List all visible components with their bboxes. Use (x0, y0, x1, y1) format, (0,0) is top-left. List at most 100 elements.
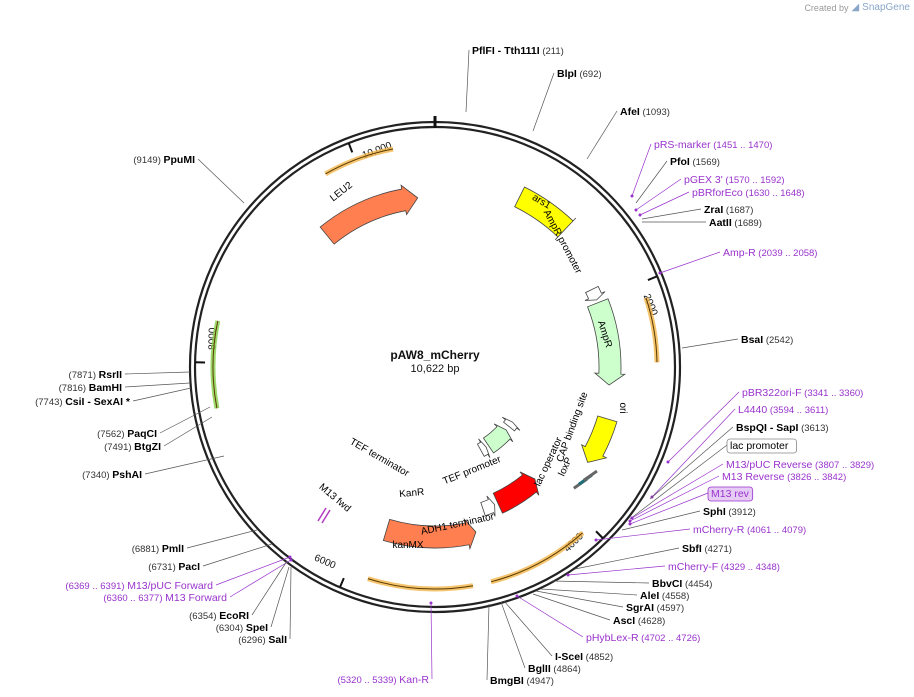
feature-label-mcherry: mCherry (527, 498, 563, 531)
site-paci: (6731) PacI (148, 561, 200, 573)
site-pflfi: PflFI - Tth111I (211) (472, 45, 564, 57)
site-bspqi: BspQI - SapI (3613) (736, 422, 829, 434)
site-name: pHybLex-R (586, 632, 639, 644)
site-m13-puc-reverse: M13/pUC Reverse (3807 .. 3829) (726, 459, 874, 471)
leader-bamhi (124, 382, 191, 388)
site-m13-reverse: M13 Reverse (3826 .. 3842) (722, 471, 846, 483)
snapgene-logo: ◢ (851, 2, 860, 13)
site-position: (4329 .. 4348) (718, 562, 780, 573)
site-pgex-3: pGEX 3' (1570 .. 1592) (684, 174, 785, 186)
site-sali: (6296) SalI (238, 634, 287, 646)
site-phyblex-r: pHybLex-R (4702 .. 4726) (586, 632, 700, 644)
leader-prs-marker (631, 143, 652, 197)
leader-pbrforeco (639, 191, 690, 216)
orf-arc-core (212, 320, 219, 409)
leader-bbvci (551, 580, 650, 584)
site-name: pBR322ori-F (742, 387, 802, 399)
site-position: (211) (540, 46, 564, 57)
site-name: pGEX 3' (684, 174, 723, 186)
site-label: BsaI (2542) (741, 334, 793, 346)
site-aatii: AatII (1689) (709, 217, 762, 229)
site-label: BmgBI (4947) (490, 675, 554, 687)
primer-site-dot (630, 194, 634, 198)
feature-mcherry (492, 471, 540, 514)
site-name: L4440 (738, 404, 767, 416)
site-rsrii: (7871) RsrII (69, 369, 123, 381)
site-position: (2039 .. 2058) (756, 248, 818, 259)
site-name: mCherry-R (693, 524, 745, 536)
site-label: AleI (4558) (640, 590, 689, 602)
site-label: I-SceI (4852) (555, 651, 613, 663)
leader-paci (202, 543, 273, 567)
site-bsai: BsaI (2542) (741, 334, 793, 346)
site-label: lac promoter (730, 440, 789, 452)
feature-m13-fwd-2 (321, 509, 331, 524)
site-name: BlpI (557, 68, 577, 80)
orf-arc (324, 146, 394, 177)
site-name: PmlI (162, 543, 184, 555)
site-ecori: (6354) EcoRI (189, 610, 249, 622)
leader-sbfi (574, 547, 680, 570)
feature-label-kanmx: kanMX (392, 540, 423, 551)
primer-site-dot (628, 519, 632, 523)
site-pbr322ori-f: pBR322ori-F (3341 .. 3360) (742, 387, 863, 399)
site-position: (6304) (216, 623, 246, 634)
site-bbvci: BbvCI (4454) (652, 578, 712, 590)
orf-arc-core (325, 148, 394, 175)
leader-lac-promoter (629, 444, 728, 520)
leader-amp-r (659, 251, 721, 274)
site-label: (7340) PshAI (82, 469, 142, 481)
site-name: BsaI (741, 334, 763, 346)
site-name: BtgZI (134, 441, 161, 453)
site-asci: AscI (4628) (613, 615, 665, 627)
tick-mark (647, 275, 658, 281)
feature-ars1 (514, 186, 577, 241)
site-zrai: ZraI (1687) (704, 204, 753, 216)
site-position: (7816) (59, 383, 89, 394)
site-position: (3594 .. 3611) (767, 405, 828, 416)
site-label: SphI (3912) (703, 506, 756, 518)
site-m13-puc-forward: (6369 .. 6391) M13/pUC Forward (65, 580, 213, 592)
site-position: (7743) (35, 397, 65, 408)
site-position: (6881) (132, 544, 162, 555)
site-name: SalI (268, 634, 287, 646)
leader-sgrai (535, 590, 624, 608)
site-name: Kan-R (399, 674, 429, 686)
feature-tef-terminator (502, 416, 521, 432)
site-position: (2542) (763, 335, 793, 346)
orf-layer (210, 146, 660, 592)
leader-m13-puc-reverse (631, 463, 724, 519)
feature-ori (580, 415, 618, 463)
primer-site-dot (429, 601, 433, 605)
leader-bglii (500, 601, 526, 669)
feature-label-leu2: LEU2 (328, 180, 355, 204)
site-bmgbi: BmgBI (4947) (490, 675, 554, 687)
leader-btgzi (163, 416, 213, 447)
site-label: SgrAI (4597) (626, 602, 684, 614)
leader-afei (586, 110, 618, 160)
site-position: (3341 .. 3360) (802, 388, 864, 399)
leader-sali (289, 566, 292, 640)
feature-kanr (482, 423, 514, 454)
site-name: SpeI (246, 622, 268, 634)
site-label: (7562) PaqCI (97, 428, 157, 440)
site-label: (6360 .. 6377) M13 Forward (103, 592, 227, 604)
leader-i-scei (503, 600, 553, 657)
site-label-box (726, 438, 798, 454)
leader-m13-puc-forward (215, 556, 291, 586)
site-m13-rev: M13 rev (707, 486, 754, 502)
site-bamhi: (7816) BamHI (59, 382, 122, 394)
site-name: AscI (613, 615, 635, 627)
site-label: AscI (4628) (613, 615, 665, 627)
site-m13-forward: (6360 .. 6377) M13 Forward (103, 592, 227, 604)
feature-m13-fwd (317, 507, 327, 522)
leader-l4440 (651, 408, 736, 498)
site-label: (6881) PmlI (132, 543, 184, 555)
site-alei: AleI (4558) (640, 590, 689, 602)
leader-kan-r (430, 602, 433, 680)
site-spei: (6304) SpeI (216, 622, 268, 634)
site-position: (1569) (690, 157, 720, 168)
site-sgrai: SgrAI (4597) (626, 602, 684, 614)
orf-arc-core (367, 578, 474, 590)
feature-label-ori: ori (617, 402, 628, 413)
